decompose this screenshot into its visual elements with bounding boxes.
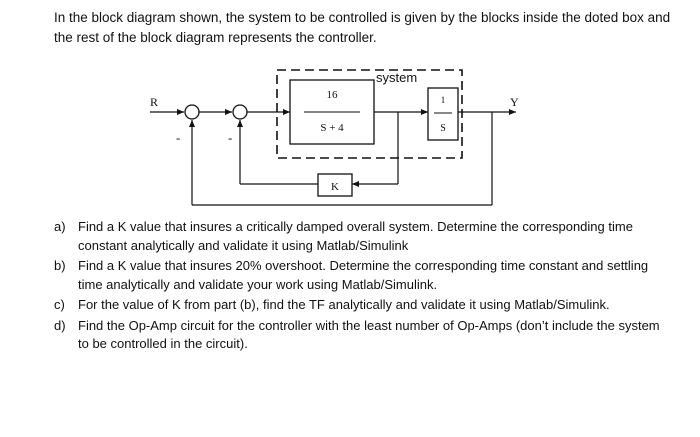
question-item: d) Find the Op-Amp circuit for the contr… [54, 317, 674, 354]
output-label: Y [510, 95, 519, 109]
block1-numerator: 16 [327, 89, 339, 101]
question-text: For the value of K from part (b), find t… [78, 297, 610, 312]
summing-junction-outer [184, 104, 200, 120]
summing-junction-inner [232, 104, 248, 120]
question-label: c) [54, 297, 65, 312]
system-boundary [276, 69, 463, 159]
block2-numerator: 1 [441, 95, 446, 105]
question-text: Find the Op-Amp circuit for the controll… [78, 317, 660, 352]
question-text: Find a K value that insures a critically… [78, 219, 633, 253]
system-label: system [376, 70, 417, 85]
input-label: R [150, 95, 158, 109]
question-label: b) [54, 258, 66, 273]
plant-block-2 [427, 87, 459, 141]
sum2-minus-sign: - [228, 130, 232, 145]
block1-denominator: S + 4 [320, 122, 344, 134]
feedback-gain-label: K [331, 181, 339, 193]
question-text: Find a K value that insures 20% overshoo… [78, 258, 649, 292]
block2-denominator: S [440, 123, 446, 134]
question-item: a) Find a K value that insures a critica… [54, 218, 674, 255]
question-list: a) Find a K value that insures a critica… [54, 218, 674, 356]
question-label: a) [54, 219, 66, 234]
question-label: d) [54, 317, 66, 333]
question-item: c) For the value of K from part (b), fin… [54, 296, 674, 315]
sum1-minus-sign: - [176, 130, 180, 145]
feedback-gain-block [317, 173, 353, 197]
question-item: b) Find a K value that insures 20% overs… [54, 257, 674, 294]
intro-paragraph: In the block diagram shown, the system t… [54, 10, 671, 45]
